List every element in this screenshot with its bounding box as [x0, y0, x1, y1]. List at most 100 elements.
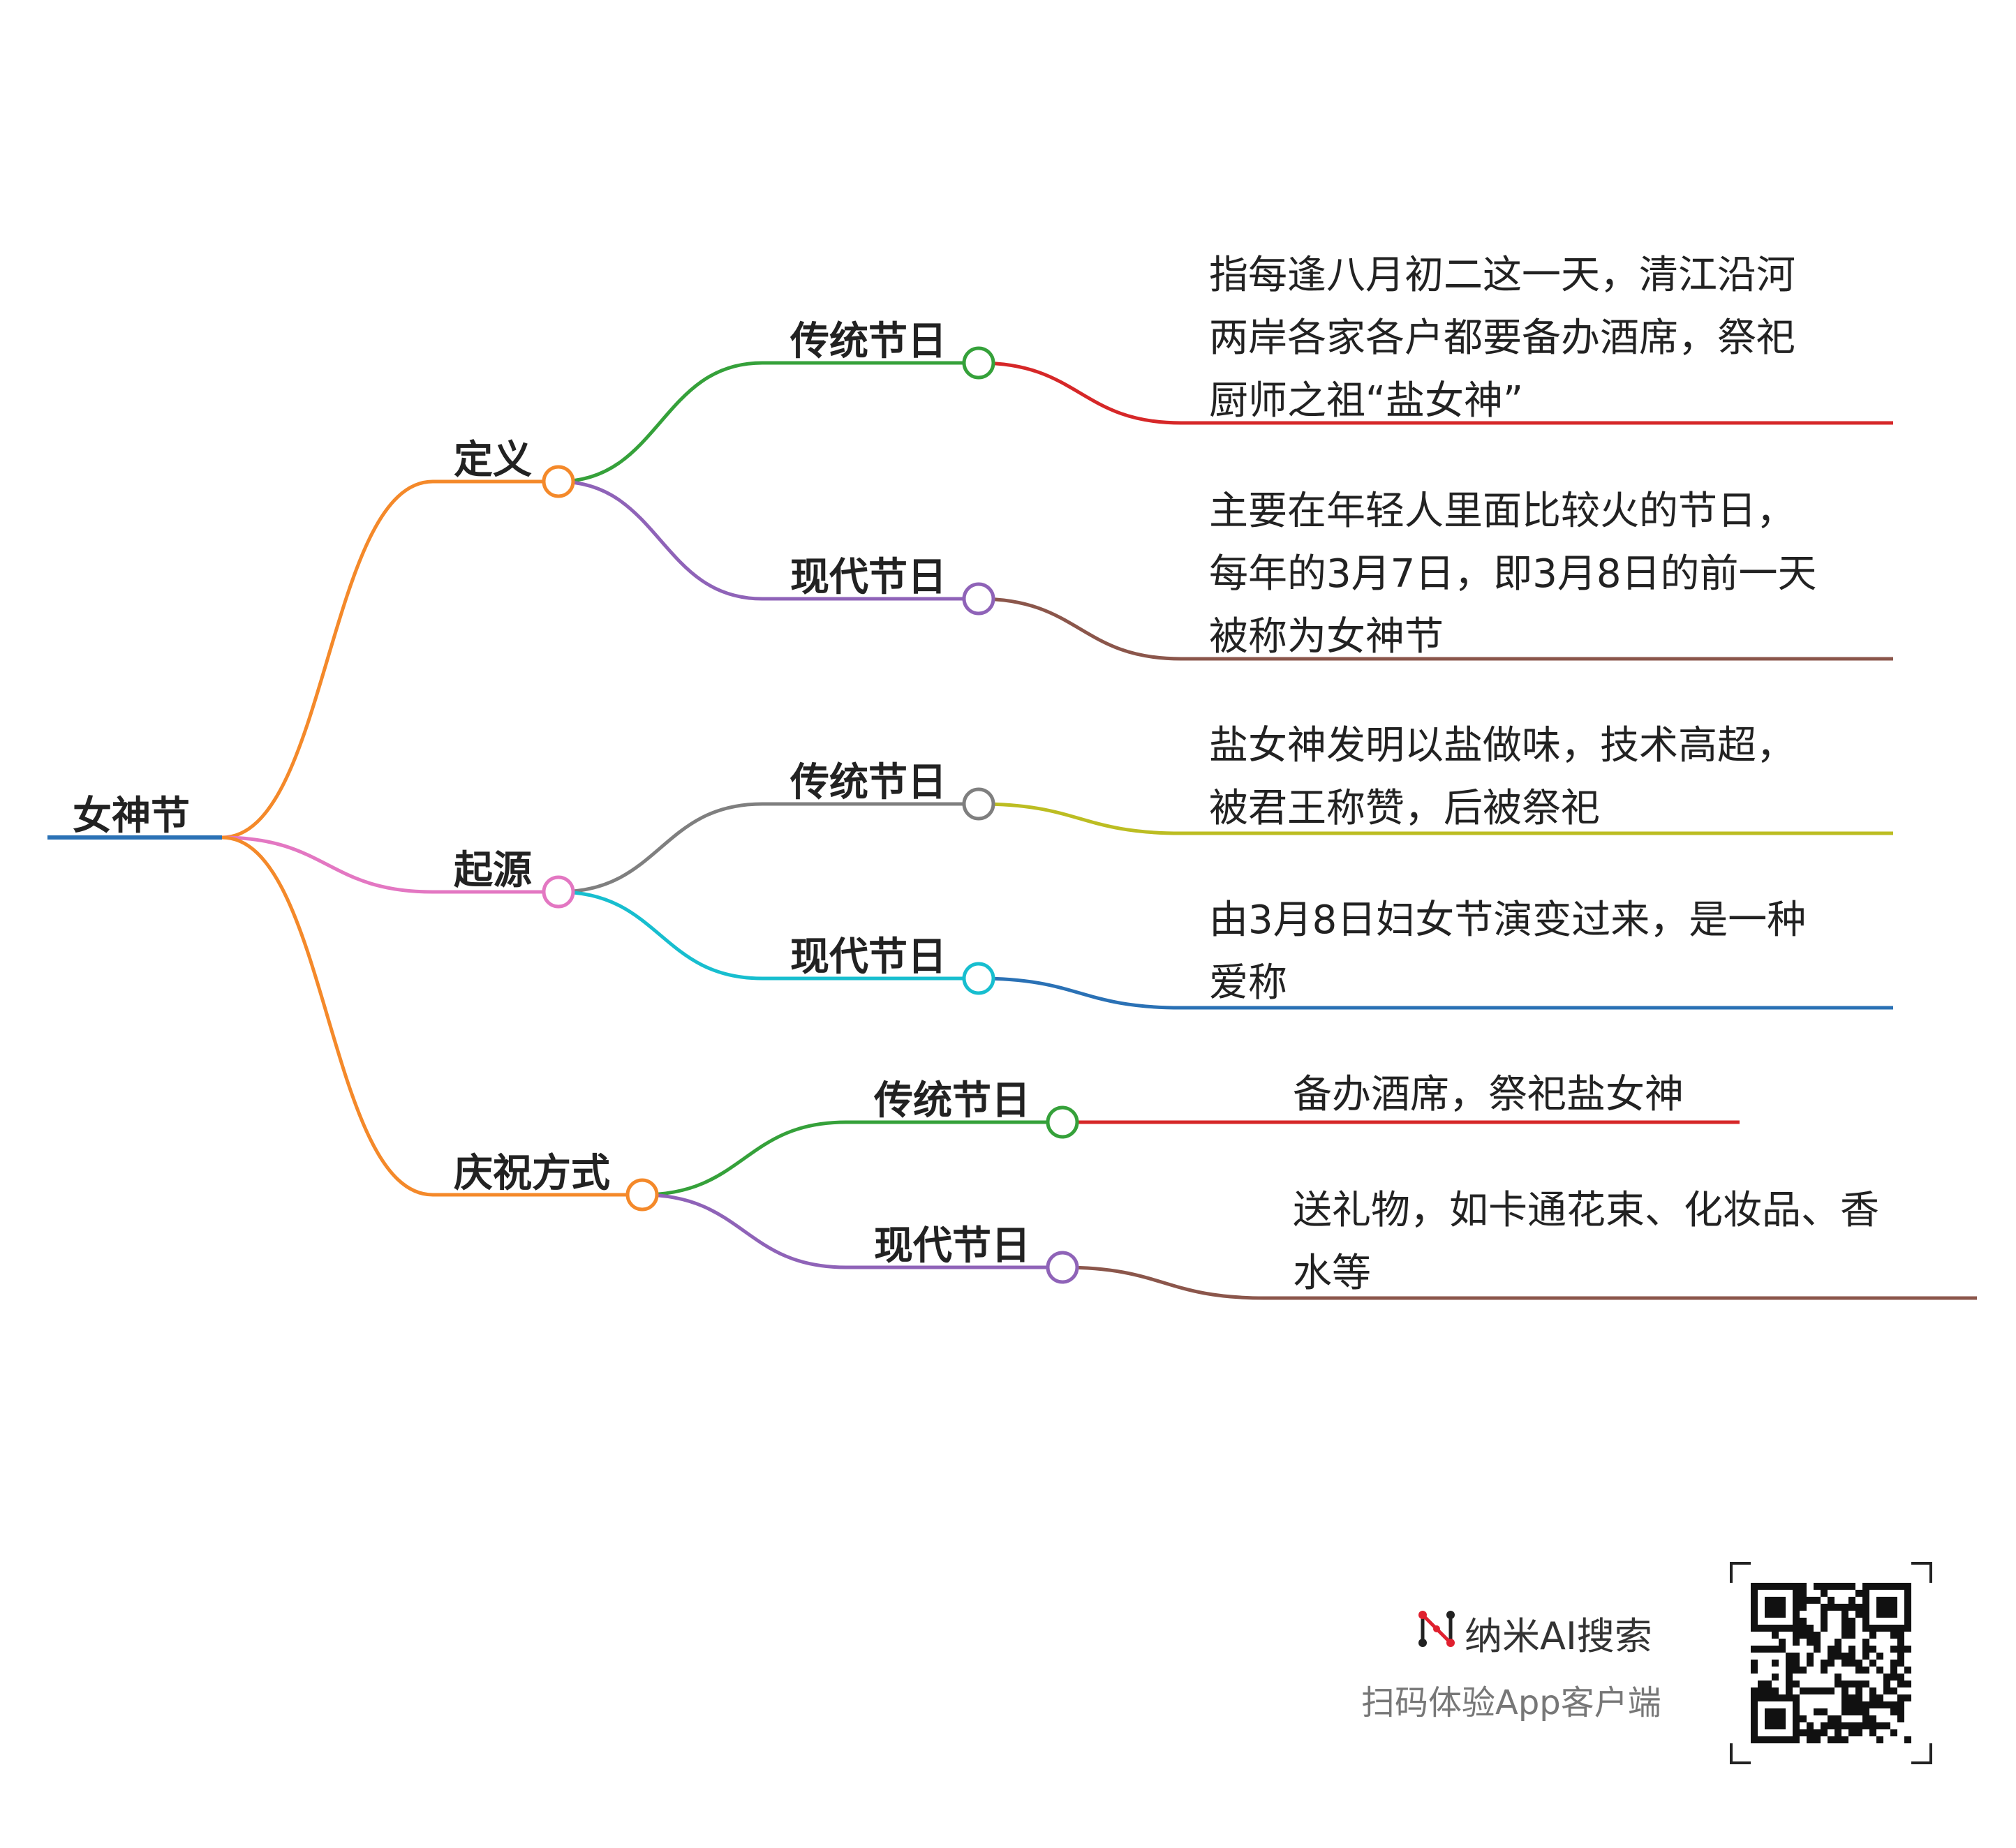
qr-module [1821, 1583, 1828, 1590]
child-node [1046, 1105, 1079, 1139]
qr-module [1904, 1681, 1911, 1687]
qr-module [1814, 1583, 1821, 1590]
qr-module [1841, 1604, 1848, 1611]
qr-module [1904, 1667, 1911, 1674]
qr-module [1890, 1687, 1897, 1694]
child-label: 传统节日 [874, 1078, 1030, 1124]
qr-module [1897, 1694, 1904, 1701]
qr-module [1862, 1681, 1869, 1687]
qr-module [1862, 1653, 1869, 1660]
branch-label: 起源 [454, 848, 532, 893]
qr-module [1862, 1708, 1869, 1715]
branch-link [221, 835, 433, 894]
qr-module [1786, 1667, 1793, 1674]
qr-module [1841, 1708, 1848, 1715]
qr-module [1897, 1701, 1904, 1708]
brand-name: 纳米AI搜索 [1465, 1614, 1652, 1658]
qr-module [1848, 1646, 1855, 1653]
leaf-text-line: 水等 [1293, 1251, 1371, 1296]
qr-module [1841, 1736, 1848, 1743]
qr-module [1800, 1687, 1807, 1694]
qr-module [1848, 1701, 1855, 1708]
qr-module [1848, 1722, 1855, 1729]
leaf-text-line: 被称为女神节 [1209, 614, 1444, 660]
qr-module [1862, 1722, 1869, 1729]
qr-module [1807, 1625, 1814, 1632]
qr-module [1876, 1694, 1883, 1701]
qr-module [1793, 1660, 1800, 1667]
qr-module [1855, 1722, 1862, 1729]
qr-module [1876, 1667, 1883, 1674]
qr-module [1786, 1681, 1793, 1687]
qr-module [1848, 1694, 1855, 1701]
child-node [962, 346, 995, 380]
qr-finder-inner [1765, 1708, 1786, 1729]
qr-module [1869, 1715, 1876, 1722]
leaf-link [978, 361, 1182, 425]
qr-module [1828, 1715, 1835, 1722]
qr-module [1758, 1646, 1765, 1653]
qr-module [1904, 1646, 1911, 1653]
leaf-text-line: 爱称 [1209, 960, 1287, 1006]
leaf-text: 指每逢八月初二这一天，清江沿河两岸各家各户都要备办酒席，祭祀厨师之祖“盐女神” [1209, 244, 1795, 433]
qr-module [1869, 1694, 1876, 1701]
qr-module [1890, 1667, 1897, 1674]
qr-module [1835, 1583, 1841, 1590]
qr-module [1793, 1667, 1800, 1674]
branch-node [542, 875, 575, 909]
qr-module [1772, 1646, 1779, 1653]
leaf-text-line: 指每逢八月初二这一天，清江沿河 [1209, 253, 1795, 298]
qr-module [1814, 1729, 1821, 1736]
qr-code-icon[interactable] [1730, 1562, 1932, 1764]
qr-module [1793, 1653, 1800, 1660]
qr-module [1876, 1722, 1883, 1729]
qr-finder-inner [1876, 1597, 1897, 1618]
qr-frame [1730, 1562, 1932, 1764]
qr-module [1821, 1667, 1828, 1674]
qr-module [1897, 1646, 1904, 1653]
qr-module [1876, 1736, 1883, 1743]
qr-module [1841, 1653, 1848, 1660]
brand-tagline: 扫码体验App客户端 [1361, 1683, 1661, 1722]
qr-module [1807, 1687, 1814, 1694]
qr-module [1807, 1729, 1814, 1736]
leaf-text-line: 盐女神发明以盐做味，技术高超， [1209, 723, 1795, 768]
qr-module [1828, 1646, 1835, 1653]
qr-module [1814, 1639, 1821, 1646]
leaf-text-line: 每年的3月7日，即3月8日的前一天 [1209, 551, 1817, 597]
child-link [558, 361, 763, 484]
qr-module [1897, 1708, 1904, 1715]
branch-link [221, 479, 433, 840]
qr-module [1828, 1687, 1835, 1694]
qr-module [1890, 1660, 1897, 1667]
leaf-text-line: 备办酒席，祭祀盐女神 [1293, 1072, 1684, 1117]
qr-module [1841, 1583, 1848, 1590]
qr-module [1800, 1667, 1807, 1674]
qr-module [1835, 1722, 1841, 1729]
leaf-text-line: 送礼物，如卡通花束、化妆品、香 [1293, 1188, 1879, 1233]
qr-module [1814, 1708, 1821, 1715]
child-link [642, 1120, 847, 1197]
leaf-text-line: 主要在年轻人里面比较火的节日， [1209, 489, 1795, 534]
qr-module [1821, 1722, 1828, 1729]
qr-module [1814, 1597, 1821, 1604]
leaf-link [978, 597, 1182, 661]
nano-ai-logo-icon [1418, 1611, 1455, 1647]
qr-module [1835, 1674, 1841, 1681]
leaf-link [978, 976, 1182, 1010]
leaf-text: 盐女神发明以盐做味，技术高超，被君王称赞，后被祭祀 [1209, 715, 1795, 840]
qr-module [1862, 1715, 1869, 1722]
qr-module [1848, 1632, 1855, 1639]
qr-module [1841, 1694, 1848, 1701]
qr-module [1897, 1674, 1904, 1681]
qr-module [1786, 1660, 1793, 1667]
qr-module [1897, 1660, 1904, 1667]
qr-module [1772, 1687, 1779, 1694]
qr-module [1786, 1653, 1793, 1660]
qr-module [1807, 1653, 1814, 1660]
qr-module [1821, 1729, 1828, 1736]
qr-module [1821, 1611, 1828, 1618]
qr-module [1821, 1604, 1828, 1611]
qr-module [1828, 1736, 1835, 1743]
